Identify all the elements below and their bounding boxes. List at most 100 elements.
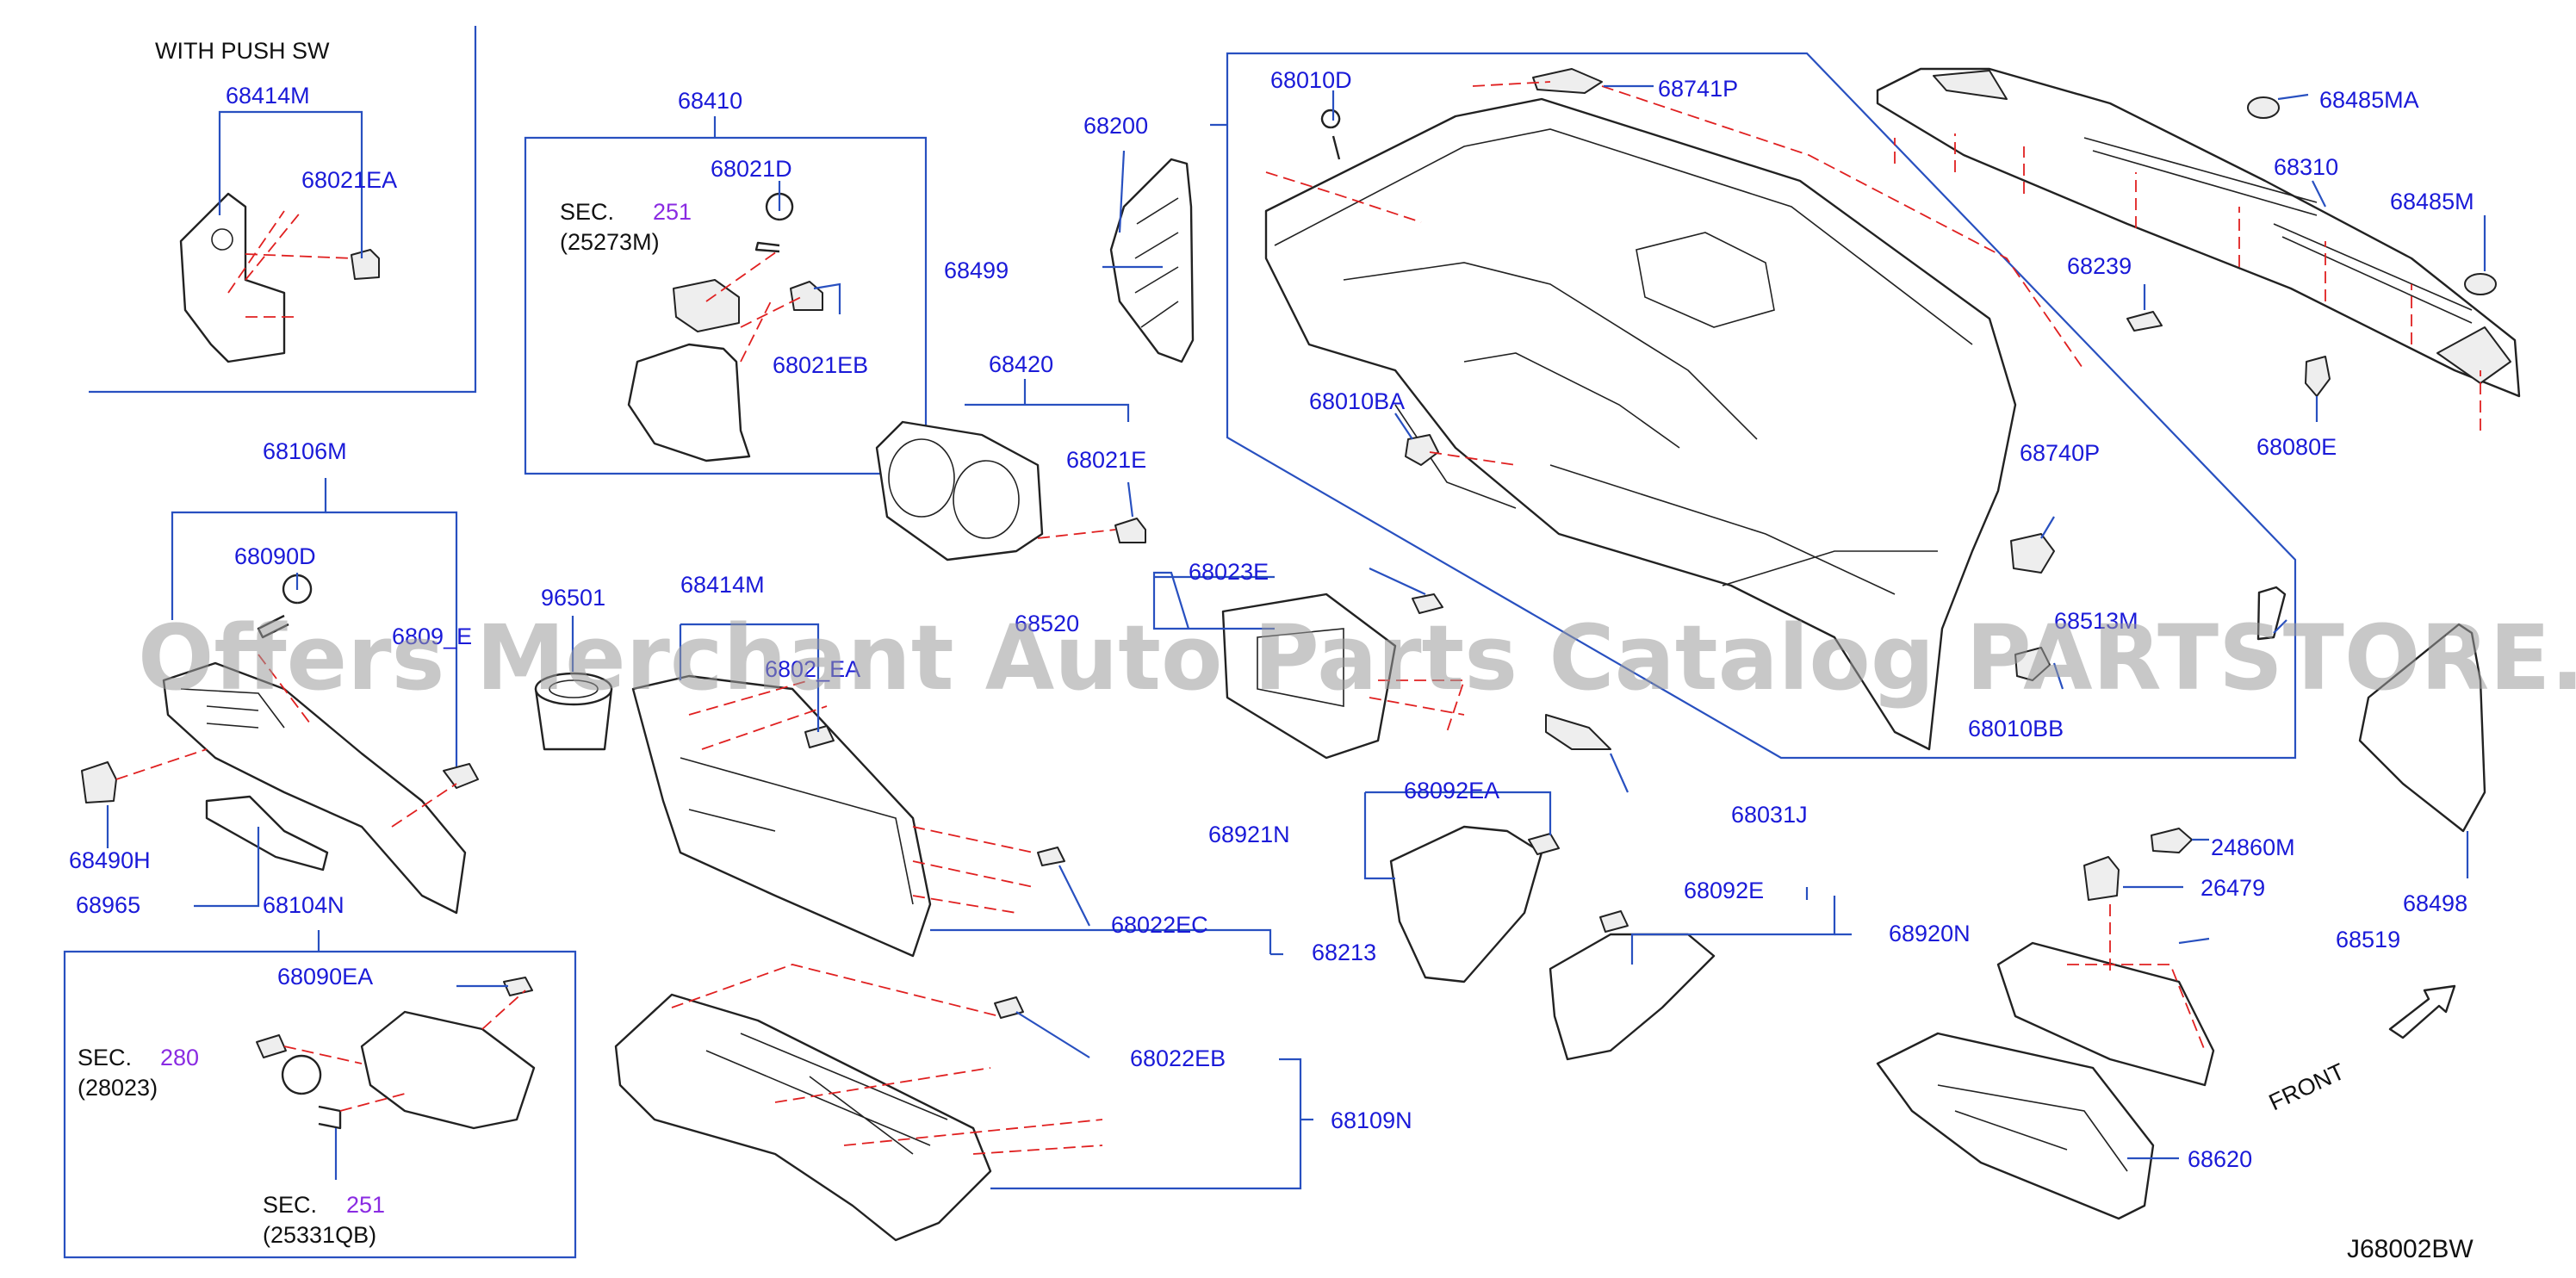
watermark: Offers Merchant Auto Parts Catalog PARTS… (138, 605, 2576, 710)
sec-ref-1-number: 251 (653, 199, 692, 225)
part-label-68310: 68310 (2274, 154, 2338, 180)
clip-68022EB (994, 996, 1024, 1019)
part-label-96501: 96501 (541, 585, 605, 611)
part-label-68031J: 68031J (1731, 802, 1808, 828)
front-arrow-icon (2388, 984, 2456, 1039)
lamp-24860M (2151, 828, 2193, 853)
glove-box-68620 (1876, 1032, 2155, 1220)
vent-68740P (2010, 533, 2055, 574)
part-label-68519: 68519 (2336, 927, 2400, 952)
screw-68021D (754, 192, 794, 253)
frame-68104N (63, 950, 577, 1259)
finisher-68414M-lower (631, 674, 932, 958)
leader-lines (106, 84, 2486, 1190)
inset-frames (63, 26, 2297, 1259)
sensor-25331QB (281, 1054, 342, 1130)
part-label-68740P: 68740P (2020, 440, 2100, 466)
part-label-68010BA: 68010BA (1309, 388, 1405, 414)
knob-68513M (2256, 586, 2287, 641)
screw-68010D (1320, 109, 1341, 160)
sec-ref-1-code: (25273M) (560, 229, 660, 255)
part-label-68485MA: 68485MA (2319, 87, 2419, 113)
switch-25273M (673, 279, 740, 332)
part-label-68513M: 68513M (2054, 608, 2138, 634)
part-label-68965: 68965 (76, 892, 140, 918)
clip-68092E (1599, 910, 1629, 933)
finisher-68414M-inset (179, 192, 286, 363)
part-label-68109N: 68109N (1331, 1107, 1412, 1133)
part-label-6809xE: 6809_E (392, 623, 472, 649)
panel-68104N (360, 1010, 536, 1130)
part-label-68213: 68213 (1312, 940, 1376, 965)
part-label-68106M: 68106M (263, 438, 347, 464)
side-cover-68921N (1389, 825, 1543, 983)
side-panel-68499 (1109, 158, 1195, 363)
parts-artwork (81, 67, 2521, 1242)
part-label-24860M: 24860M (2211, 834, 2295, 860)
sec-ref-1-prefix: SEC. (560, 199, 614, 225)
diagram-code: J68002BW (2347, 1235, 2474, 1263)
switch-68490H (81, 761, 117, 803)
part-label-68498: 68498 (2403, 890, 2467, 916)
trim-68965 (205, 795, 329, 872)
part-label-68414M-a: 68414M (226, 83, 310, 109)
part-label-68410: 68410 (678, 88, 742, 114)
clip-6802xEA (804, 725, 835, 748)
part-label-68239: 68239 (2067, 253, 2132, 279)
sec-ref-3-code: (25331QB) (263, 1222, 376, 1248)
clip-68021E (1114, 518, 1146, 543)
part-label-26479: 26479 (2200, 875, 2265, 901)
part-label-68420: 68420 (989, 351, 1053, 377)
sec-ref-3-number: 251 (346, 1192, 385, 1218)
clip-68023E (1412, 593, 1443, 614)
part-label-68021EA-a: 68021EA (301, 167, 397, 193)
part-label-68520: 68520 (1015, 611, 1079, 636)
sec-ref-3-prefix: SEC. (263, 1192, 317, 1218)
part-label-68620: 68620 (2188, 1146, 2252, 1172)
clip-68485MA (2247, 96, 2280, 119)
clip-68021EB (790, 281, 823, 311)
frame-68200 (1226, 52, 2297, 760)
part-label-68499: 68499 (944, 257, 1009, 283)
clip-68092EA (1528, 833, 1560, 855)
part-label-68022EB: 68022EB (1130, 1045, 1226, 1071)
part-label-68023E: 68023E (1189, 559, 1269, 585)
part-label-68021D: 68021D (711, 156, 792, 182)
clip-6809xE (443, 763, 479, 789)
labels: WITH PUSH SW 68414M 68021EA 68410 68021D… (69, 38, 2474, 1263)
inset-frame-push-sw (89, 26, 477, 394)
part-label-68090EA: 68090EA (277, 964, 373, 990)
top-mask-68310 (1876, 67, 2521, 398)
part-label-68092E: 68092E (1684, 878, 1764, 903)
part-label-68921N: 68921N (1208, 822, 1290, 847)
switch-26479 (2083, 856, 2120, 901)
part-label-68104N: 68104N (263, 892, 345, 918)
part-label-68010BB: 68010BB (1968, 716, 2064, 741)
part-label-68414M-b: 68414M (680, 572, 765, 598)
part-label-68022EC: 68022EC (1111, 912, 1208, 938)
clip-68239 (2126, 311, 2163, 332)
sec-ref-2-number: 280 (160, 1045, 199, 1070)
bracket-68010BA (1405, 434, 1439, 466)
sec-ref-2-prefix: SEC. (78, 1045, 132, 1070)
lid-inner-68519 (1996, 941, 2215, 1087)
bracket-68010BB (2014, 647, 2051, 681)
finisher-68410 (627, 343, 751, 462)
part-label-68741P: 68741P (1658, 76, 1738, 102)
part-label-68090D: 68090D (234, 543, 316, 569)
part-label-68485M: 68485M (2390, 189, 2474, 214)
clip-68485M (2464, 273, 2497, 295)
switch-28023 (256, 1034, 287, 1058)
clip-68080E (2305, 356, 2331, 397)
part-label-68920N: 68920N (1889, 921, 1971, 946)
part-label-68092EA: 68092EA (1404, 778, 1499, 803)
part-label-68080E: 68080E (2256, 434, 2337, 460)
sec-ref-2-code: (28023) (78, 1075, 158, 1101)
side-panel-68498 (2358, 623, 2486, 833)
bracket-68031J (1545, 714, 1611, 750)
part-label-68021EB: 68021EB (773, 352, 868, 378)
front-label: FRONT (2265, 1058, 2349, 1115)
part-label-68200: 68200 (1083, 113, 1148, 139)
meter-cluster-68420 (875, 420, 1044, 561)
